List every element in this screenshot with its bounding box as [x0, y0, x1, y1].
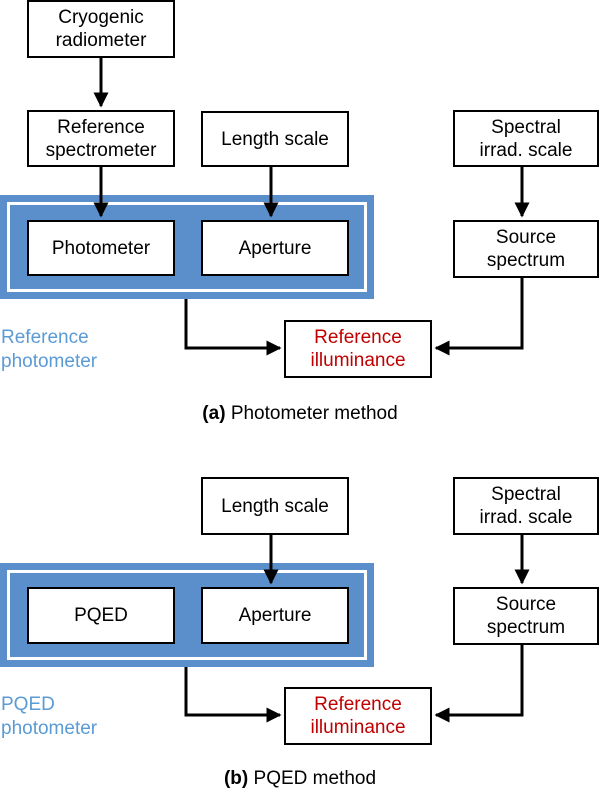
- source-spectrum-box-b: Source spectrum: [453, 587, 599, 645]
- arrow-source-to-illuminance-b: [434, 645, 524, 723]
- arrow-photometer-to-illuminance-a: [184, 299, 282, 356]
- reference-spectrometer-box: Reference spectrometer: [27, 110, 175, 167]
- reference-illuminance-box-a: Reference illuminance: [284, 320, 432, 378]
- caption-b-tag: (b): [223, 768, 249, 789]
- caption-a-text: Photometer method: [230, 403, 398, 424]
- aperture-box-a: Aperture: [201, 220, 349, 276]
- arrow-photometer-to-illuminance-b: [184, 667, 282, 723]
- spectral-irrad-scale-box-b: Spectral irrad. scale: [453, 477, 599, 535]
- photometer-box: Photometer: [27, 220, 175, 276]
- caption-a: (a) Photometer method: [0, 403, 600, 425]
- reference-photometer-group-frame: [7, 202, 367, 292]
- reference-photometer-label: Reference photometer: [1, 327, 98, 372]
- aperture-box-b: Aperture: [201, 587, 349, 644]
- pqed-photometer-group-frame: [7, 570, 367, 660]
- length-scale-box-b: Length scale: [201, 477, 349, 535]
- reference-illuminance-box-b: Reference illuminance: [284, 687, 432, 745]
- caption-b-text: PQED method: [253, 768, 377, 789]
- pqed-box: PQED: [27, 587, 175, 644]
- spectral-irrad-scale-box-a: Spectral irrad. scale: [453, 110, 599, 167]
- length-scale-box-a: Length scale: [201, 111, 349, 167]
- caption-b: (b) PQED method: [0, 768, 600, 790]
- arrow-source-to-illuminance-a: [434, 278, 524, 356]
- cryogenic-radiometer-box: Cryogenic radiometer: [27, 0, 175, 58]
- caption-a-tag: (a): [202, 403, 226, 424]
- pqed-photometer-label: PQED photometer: [1, 694, 98, 739]
- source-spectrum-box-a: Source spectrum: [453, 220, 599, 278]
